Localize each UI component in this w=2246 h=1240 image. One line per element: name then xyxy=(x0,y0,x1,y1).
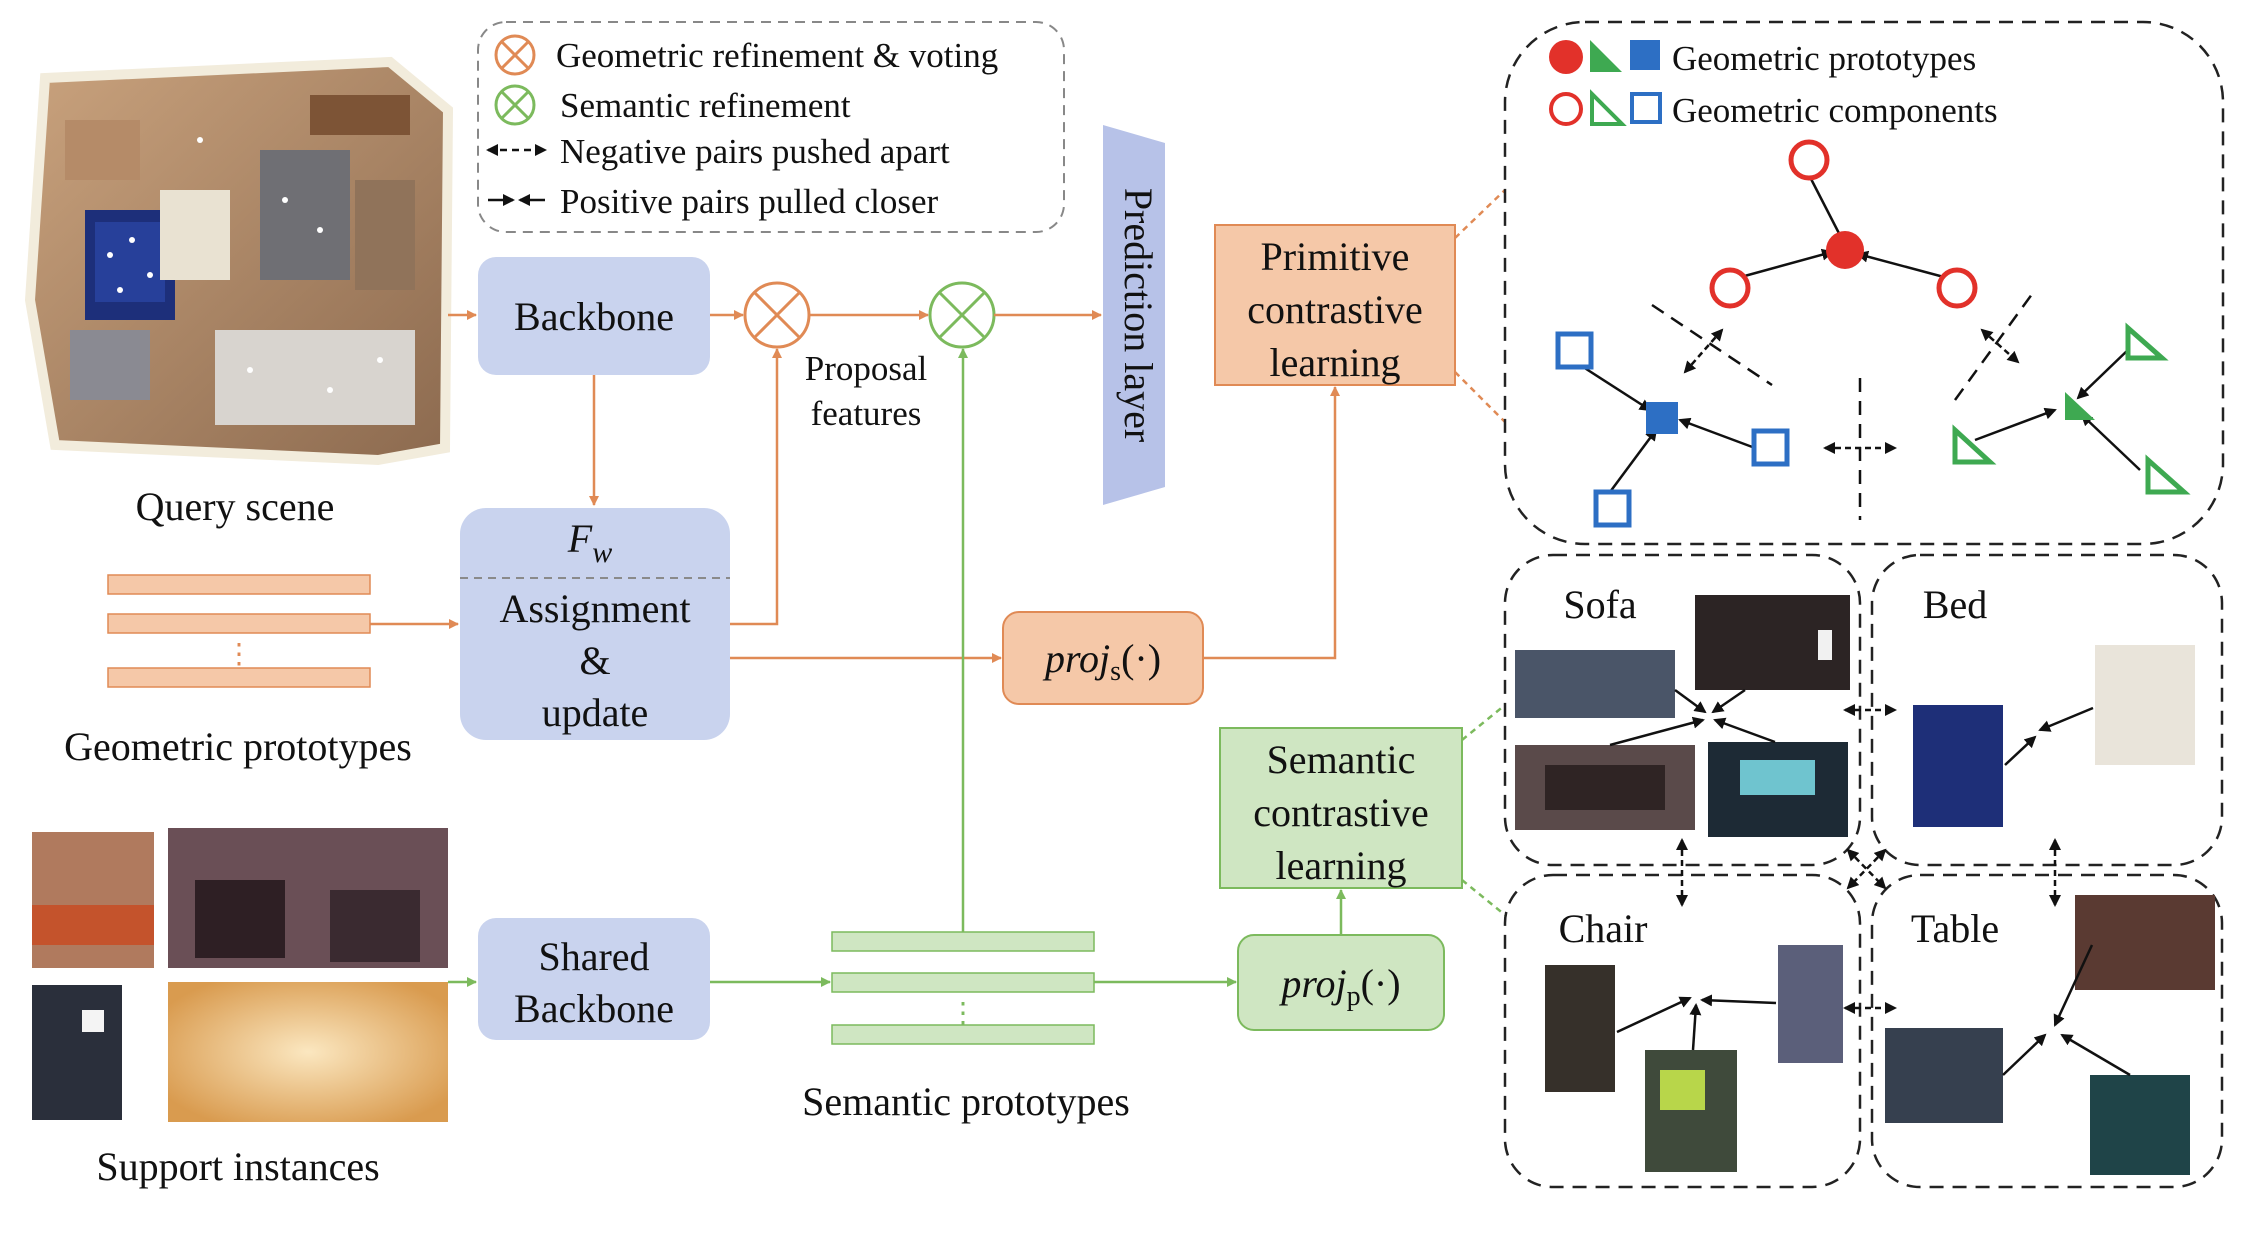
green-triangle-outline-icon xyxy=(1590,89,1627,126)
chair-instance-image xyxy=(1778,945,1843,1063)
semantic-cl-line-3: learning xyxy=(1275,843,1406,888)
support-instances-images xyxy=(32,828,448,1122)
geo-prototypes-legend: Geometric prototypes xyxy=(1672,39,1976,78)
bed-group xyxy=(1870,553,2224,867)
proposal-features-line-1: Proposal xyxy=(805,349,928,388)
legend-sem-refine: Semantic refinement xyxy=(560,86,851,125)
assignment-update-box xyxy=(460,508,730,740)
primitive-cl-box xyxy=(1214,224,1456,386)
fw-label: Fw xyxy=(567,516,612,569)
bed-instance-image xyxy=(2095,645,2195,765)
semantic-prototypes-label: Semantic prototypes xyxy=(802,1079,1130,1124)
shared-backbone-line-1: Shared xyxy=(538,934,649,979)
table-group xyxy=(1870,873,2224,1189)
chair-group xyxy=(1503,873,1862,1189)
category-table: Table xyxy=(1911,906,1999,951)
legend-geo-refine: Geometric refinement & voting xyxy=(556,36,998,75)
assignment-line-3: update xyxy=(542,690,649,735)
primitive-cl-line-1: Primitive xyxy=(1261,234,1410,279)
query-scene-image xyxy=(24,56,454,466)
green-flow-arrows xyxy=(448,348,1506,987)
red-ring-icon xyxy=(1549,92,1583,126)
semantic-cl-line-1: Semantic xyxy=(1267,737,1416,782)
orange-flow-arrows xyxy=(370,189,1506,663)
shared-backbone-line-2: Backbone xyxy=(514,986,674,1031)
proposal-features-line-2: features xyxy=(811,394,922,433)
blue-square-outline-icon xyxy=(1630,92,1662,124)
prediction-layer-label: Prediction layer xyxy=(1116,188,1161,442)
support-instances-label: Support instances xyxy=(96,1144,379,1189)
svg-text:⋮: ⋮ xyxy=(225,639,253,670)
assignment-line-1: Assignment xyxy=(499,586,690,631)
proj-s-label: projs(·) xyxy=(1042,636,1161,687)
backbone-label: Backbone xyxy=(514,294,674,339)
chair-instance-image xyxy=(1545,965,1615,1092)
query-scene-label: Query scene xyxy=(136,484,335,529)
category-sofa: Sofa xyxy=(1563,582,1637,627)
backbone-box xyxy=(478,257,710,375)
proj-p-label: projp(·) xyxy=(1278,961,1400,1012)
category-bed: Bed xyxy=(1923,582,1987,627)
prediction-layer-box xyxy=(1103,125,1165,505)
shared-backbone-box xyxy=(478,918,710,1040)
sofa-instance-image xyxy=(1515,650,1675,718)
geometric-prototypes-label: Geometric prototypes xyxy=(64,724,412,769)
geo-components-legend: Geometric components xyxy=(1672,91,1998,130)
sem-refine-symbol-icon xyxy=(494,84,536,126)
geo-refine-symbol-icon xyxy=(494,34,536,76)
bed-instance-image xyxy=(1913,705,2003,827)
blue-square-icon xyxy=(1630,40,1660,70)
legend-pos-pairs: Positive pairs pulled closer xyxy=(560,182,938,221)
legend-neg-pairs: Negative pairs pushed apart xyxy=(560,132,950,171)
semantic-category-panel: Sofa Bed Chair Table xyxy=(1503,553,2224,1189)
geometric-panel: Geometric prototypes Geometric component… xyxy=(1503,20,2225,546)
sem-refine-operator-icon xyxy=(928,281,996,349)
table-instance-image xyxy=(1885,1028,2003,1123)
chair-instance-image xyxy=(1645,1050,1737,1172)
green-triangle-icon xyxy=(1590,40,1622,72)
legend: Geometric refinement & voting Semantic r… xyxy=(477,21,1065,233)
primitive-cl-line-3: learning xyxy=(1269,340,1400,385)
primitive-cl-line-2: contrastive xyxy=(1247,287,1423,332)
svg-text:⋮: ⋮ xyxy=(949,998,977,1029)
red-circle-icon xyxy=(1549,40,1583,74)
table-instance-image xyxy=(2075,895,2215,990)
semantic-prototypes-stack: ⋮ xyxy=(831,931,1095,1045)
category-chair: Chair xyxy=(1559,906,1648,951)
assignment-line-2: & xyxy=(579,638,610,683)
geo-refine-operator-icon xyxy=(743,281,811,349)
geometric-prototypes-stack: ⋮ xyxy=(107,574,371,688)
semantic-cl-line-2: contrastive xyxy=(1253,790,1429,835)
table-instance-image xyxy=(2090,1075,2190,1175)
semantic-cl-box xyxy=(1219,727,1463,889)
